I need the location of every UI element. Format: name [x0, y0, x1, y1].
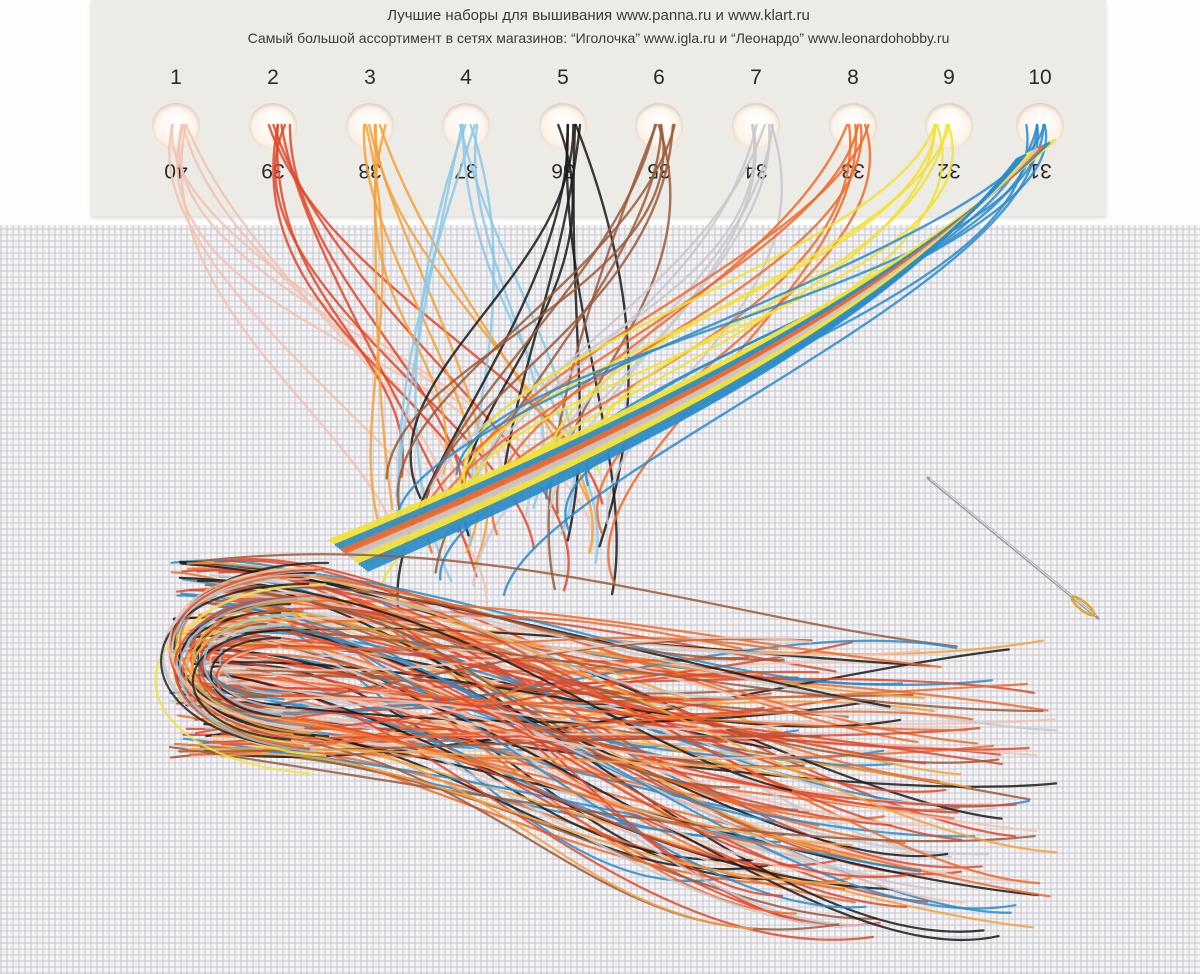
slot-hole	[635, 103, 683, 149]
slot-hole	[829, 103, 877, 149]
slot-hole	[346, 103, 394, 149]
thread-organizer-card: Лучшие наборы для вышивания www.panna.ru…	[91, 0, 1106, 216]
slot-top-number: 6	[653, 66, 665, 89]
aida-canvas	[0, 225, 1200, 974]
slot-top-number: 9	[943, 66, 955, 89]
slot-bottom-number: 31	[1028, 159, 1052, 182]
slot-bottom-number: 35	[647, 159, 671, 182]
slot-bottom-number: 38	[358, 159, 382, 182]
slot-hole	[152, 103, 200, 149]
slot-bottom-number: 32	[937, 159, 961, 182]
slot-top-number: 10	[1028, 66, 1052, 89]
slot-top-number: 8	[847, 66, 859, 89]
slot-hole	[442, 103, 490, 149]
card-slogan: Лучшие наборы для вышивания www.panna.ru…	[387, 7, 810, 24]
slot-top-number: 2	[267, 66, 279, 89]
slot-bottom-number: 33	[841, 159, 865, 182]
slot-hole	[249, 103, 297, 149]
slot-bottom-number: 37	[454, 159, 478, 182]
slot-bottom-number: 34	[744, 159, 768, 182]
slot-hole	[925, 103, 973, 149]
slot-hole	[1016, 103, 1064, 149]
card-stores-line: Самый большой ассортимент в сетях магази…	[247, 30, 950, 46]
slot-hole	[732, 103, 780, 149]
slot-top-number: 7	[750, 66, 762, 89]
slot-bottom-number: 40	[164, 159, 188, 182]
slot-top-number: 3	[364, 66, 376, 89]
slot-top-number: 1	[170, 66, 182, 89]
slot-top-number: 5	[557, 66, 569, 89]
slot-bottom-number: 39	[261, 159, 285, 182]
slot-bottom-number: 36	[551, 159, 575, 182]
slot-top-number: 4	[460, 66, 472, 89]
slot-hole	[539, 103, 587, 149]
